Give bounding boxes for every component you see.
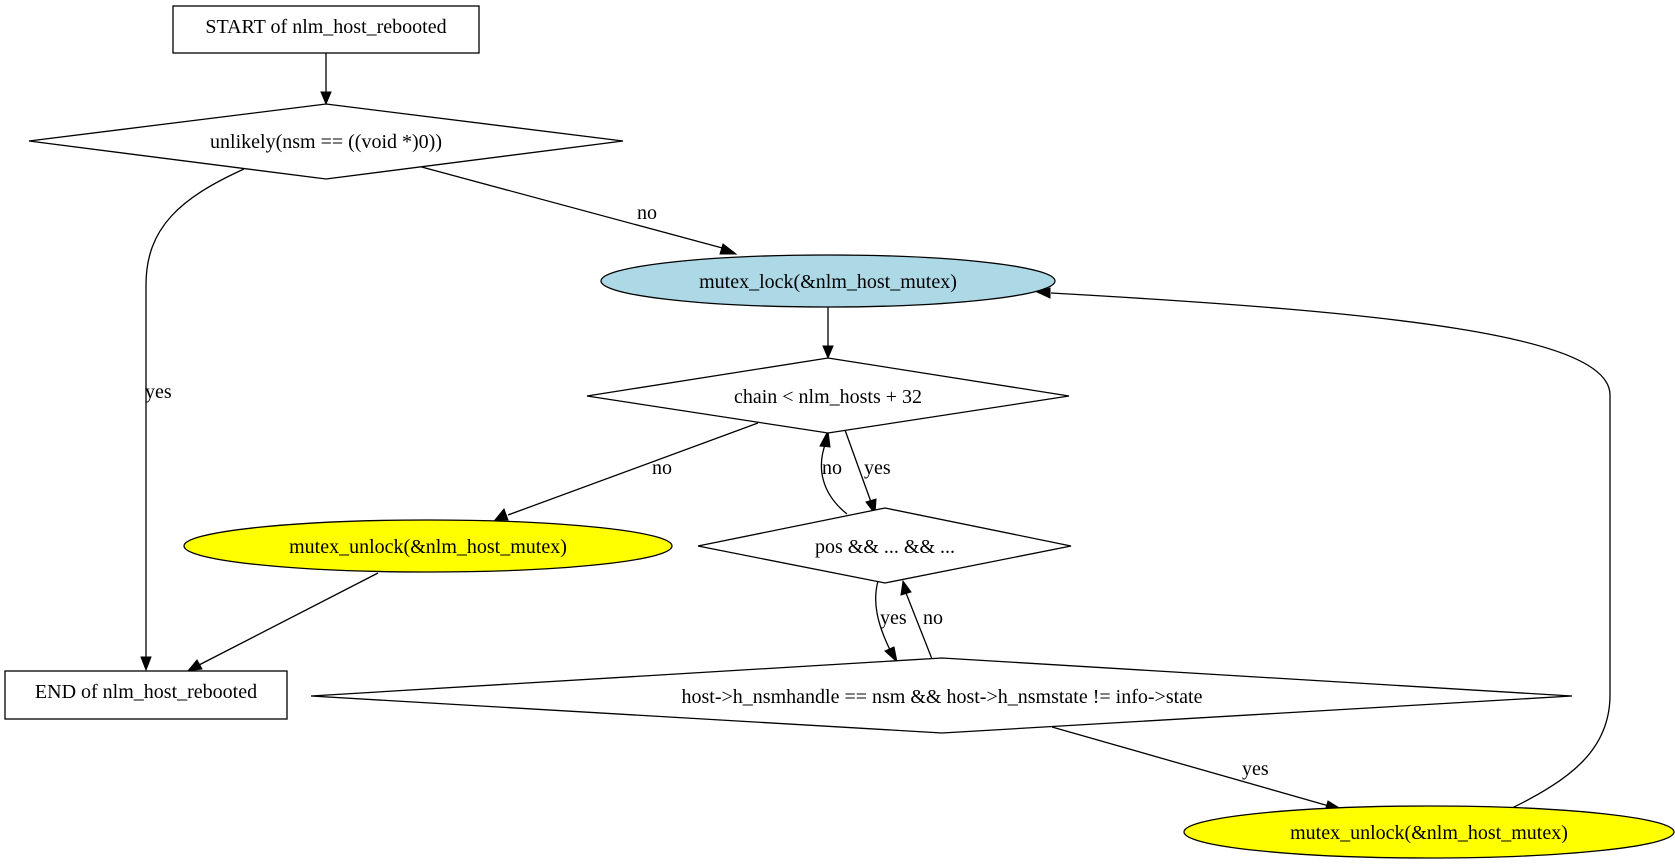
edge-pos-no xyxy=(819,429,848,515)
node-cond-nsm-label: unlikely(nsm == ((void *)0)) xyxy=(210,131,442,153)
node-lock-label: mutex_lock(&nlm_host_mutex) xyxy=(699,271,957,293)
edge-label-pos-no: no xyxy=(822,457,842,479)
node-unlock-right-label: mutex_unlock(&nlm_host_mutex) xyxy=(1290,822,1568,844)
node-unlock-left: mutex_unlock(&nlm_host_mutex) xyxy=(183,519,673,573)
edge-unlock-left-to-end xyxy=(186,572,379,672)
edge-label-pos-yes: yes xyxy=(880,607,907,629)
node-cond-chain-diamond xyxy=(586,357,1070,434)
node-end-box xyxy=(4,670,288,720)
edge-cond-nsm-no xyxy=(417,165,738,255)
node-lock-ellipse xyxy=(600,254,1056,308)
node-cond-pos-label: pos && ... && ... xyxy=(815,536,955,558)
edge-label-chain-no: no xyxy=(652,457,672,479)
edge-label-host-no: no xyxy=(923,607,943,629)
node-cond-chain: chain < nlm_hosts + 32 xyxy=(586,357,1070,434)
node-end: END of nlm_host_rebooted xyxy=(4,670,288,720)
node-cond-host-label: host->h_nsmhandle == nsm && host->h_nsms… xyxy=(682,686,1203,708)
node-cond-pos-diamond xyxy=(697,507,1072,584)
node-unlock-right: mutex_unlock(&nlm_host_mutex) xyxy=(1183,805,1675,859)
node-lock: mutex_lock(&nlm_host_mutex) xyxy=(600,254,1056,308)
edge-chain-no xyxy=(493,422,759,521)
edge-lock-to-chain xyxy=(822,307,834,360)
node-cond-pos: pos && ... && ... xyxy=(697,507,1072,584)
node-start-box xyxy=(172,5,480,54)
edge-pos-yes xyxy=(875,580,898,664)
node-cond-host: host->h_nsmhandle == nsm && host->h_nsms… xyxy=(310,657,1573,734)
edge-cond-nsm-yes xyxy=(140,168,245,672)
edge-label-chain-yes: yes xyxy=(864,457,891,479)
node-cond-nsm: unlikely(nsm == ((void *)0)) xyxy=(28,103,624,180)
edge-host-yes xyxy=(1051,726,1343,812)
edge-unlock-right-to-lock xyxy=(1035,287,1611,811)
node-end-label: END of nlm_host_rebooted xyxy=(35,681,257,703)
edge-label-cond-nsm-yes: yes xyxy=(145,381,172,403)
node-unlock-left-label: mutex_unlock(&nlm_host_mutex) xyxy=(289,536,567,558)
edge-label-cond-nsm-no: no xyxy=(637,202,657,224)
node-cond-host-diamond xyxy=(310,657,1573,734)
node-start: START of nlm_host_rebooted xyxy=(172,5,480,54)
node-start-label: START of nlm_host_rebooted xyxy=(205,16,446,38)
node-cond-nsm-diamond xyxy=(28,103,624,180)
edge-label-host-yes: yes xyxy=(1242,758,1269,780)
edge-start-to-cond-nsm xyxy=(320,53,332,106)
node-unlock-right-ellipse xyxy=(1183,805,1675,859)
node-cond-chain-label: chain < nlm_hosts + 32 xyxy=(734,386,922,408)
edge-host-no xyxy=(900,579,933,660)
node-unlock-left-ellipse xyxy=(183,519,673,573)
